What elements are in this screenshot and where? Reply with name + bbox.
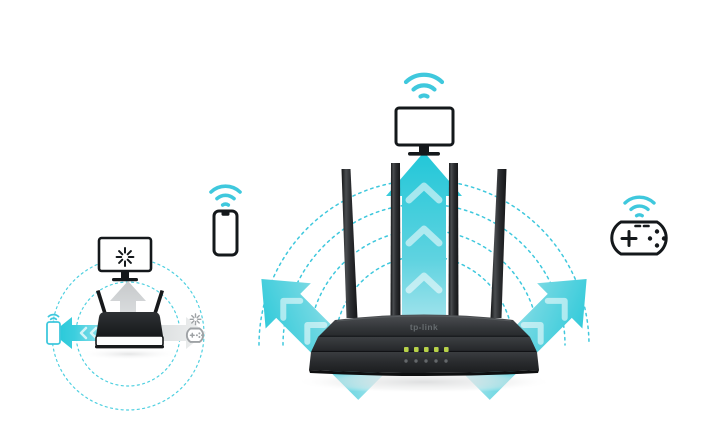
router-top-deck [318,314,530,337]
gamepad-dpad [620,230,638,247]
legacy-router-body [96,312,163,336]
chevron [520,321,544,345]
legacy-gamepad-icon [186,313,204,343]
wifi-icon [623,195,656,218]
router-top-highlight [336,315,512,322]
wifi-arc-outer [623,195,656,205]
led-indicator [444,347,449,352]
monitor-stand-base [408,152,440,156]
wifi-arc-mid [411,83,437,92]
new-router-device: tp-link [294,163,554,393]
legacy-router-shadow [77,348,181,360]
gamepad-body [610,220,668,256]
status-glyph [444,359,448,363]
legacy-monitor-icon [97,236,153,282]
legacy-router-front-panel [95,335,164,347]
status-glyph [424,359,428,363]
wifi-icon [209,184,242,207]
led-indicator [424,347,429,352]
wifi-icon [47,313,60,321]
antenna-3 [448,163,459,318]
chevron [544,297,568,321]
legacy-router-group [46,236,206,411]
chevron [304,321,328,345]
antenna-4 [490,169,507,318]
wifi-arc-inner [634,213,644,218]
router-led-row [404,347,449,352]
monitor-stand-neck [419,145,429,153]
chevron [79,326,88,340]
router-antennas [341,163,507,318]
coverage-ring-4 [334,255,514,346]
legacy-router-device [77,290,181,360]
legacy-antenna-right [152,290,164,318]
wifi-arc-mid [215,193,236,201]
wifi-arc-inner [220,202,231,207]
device-gamepad-right [610,195,668,256]
legacy-antenna-left [96,290,108,318]
chevron [405,225,443,247]
chevron [405,182,443,204]
wifi-arc-outer [403,72,445,85]
router-bottom-lip [309,370,539,376]
status-glyph [434,359,438,363]
status-glyph [404,359,408,363]
router-front-face [309,352,539,373]
legacy-router-base [95,345,164,349]
legacy-arrow-left-chevrons [79,326,98,340]
device-smartphone-left [209,184,242,257]
chevron [405,272,443,294]
loading-spinner-icon [189,313,202,326]
wifi-arc-inner [418,93,430,99]
signal-arrow-up [386,152,462,348]
led-indicator [434,347,439,352]
led-indicator [404,347,409,352]
monitor-screen [394,106,455,147]
router-shadow [294,371,554,393]
router-brand-logo: tp-link [410,322,438,332]
antenna-2 [390,163,401,318]
signal-arrow-up-chevrons [405,182,443,294]
led-indicator [414,347,419,352]
legacy-arrow-left [52,317,108,349]
router-status-icon-row [404,359,448,363]
smartphone-notch [221,212,230,216]
wifi-arc-outer [209,184,242,194]
status-glyph [414,359,418,363]
wifi-icon [403,72,445,99]
chevron [280,297,304,321]
legacy-smartphone-icon [46,313,61,345]
smartphone-body [212,209,239,257]
device-monitor-top [394,72,455,156]
chevron [89,326,98,340]
router-mid-deck [311,337,537,352]
gamepad-action-buttons [647,229,667,248]
antenna-1 [341,169,358,318]
wifi-arc-mid [629,204,650,212]
loading-spinner-icon [115,247,135,267]
